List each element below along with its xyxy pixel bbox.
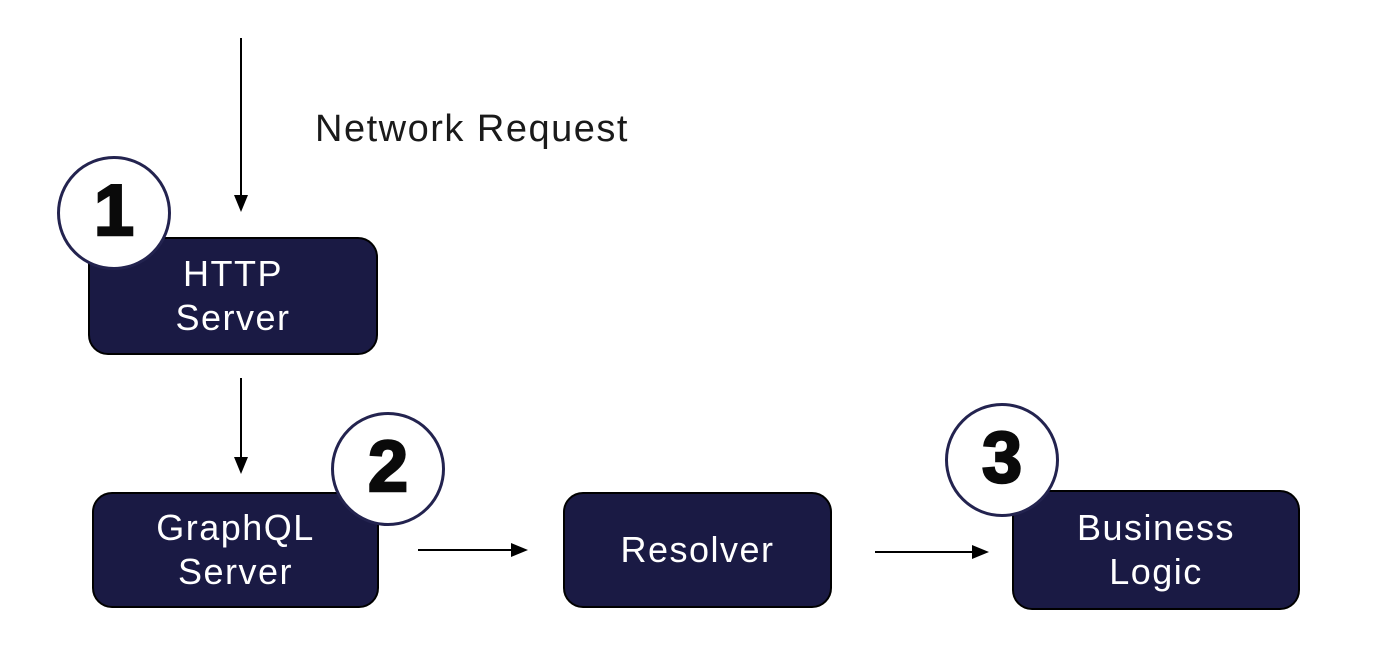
node-graphql-server: GraphQL Server xyxy=(92,492,379,608)
node-resolver: Resolver xyxy=(563,492,832,608)
node-graphql-server-label: GraphQL Server xyxy=(156,507,315,592)
arrow-shaft xyxy=(240,38,242,198)
network-request-label: Network Request xyxy=(315,108,629,150)
step-2-number: 2 xyxy=(367,427,410,507)
arrow-head-down-icon xyxy=(234,195,248,212)
arrow-graphql-to-resolver xyxy=(418,543,528,557)
arrow-resolver-to-business-logic xyxy=(875,545,989,559)
arrow-shaft xyxy=(240,378,242,460)
step-1-badge: 1 xyxy=(57,156,171,270)
step-3-number: 3 xyxy=(981,418,1024,498)
arrow-shaft xyxy=(418,549,514,551)
arrow-head-right-icon xyxy=(511,543,528,557)
step-3-badge: 3 xyxy=(945,403,1059,517)
arrow-head-right-icon xyxy=(972,545,989,559)
arrow-shaft xyxy=(875,551,975,553)
step-2-badge: 2 xyxy=(331,412,445,526)
node-resolver-label: Resolver xyxy=(620,529,775,570)
step-1-number: 1 xyxy=(93,171,136,251)
node-http-server: HTTP Server xyxy=(88,237,378,355)
node-http-server-label: HTTP Server xyxy=(175,253,291,338)
arrow-http-to-graphql xyxy=(234,378,248,474)
node-business-logic-label: Business Logic xyxy=(1076,507,1236,592)
arrow-network-request xyxy=(234,38,248,212)
node-business-logic: Business Logic xyxy=(1012,490,1300,610)
arrow-head-down-icon xyxy=(234,457,248,474)
